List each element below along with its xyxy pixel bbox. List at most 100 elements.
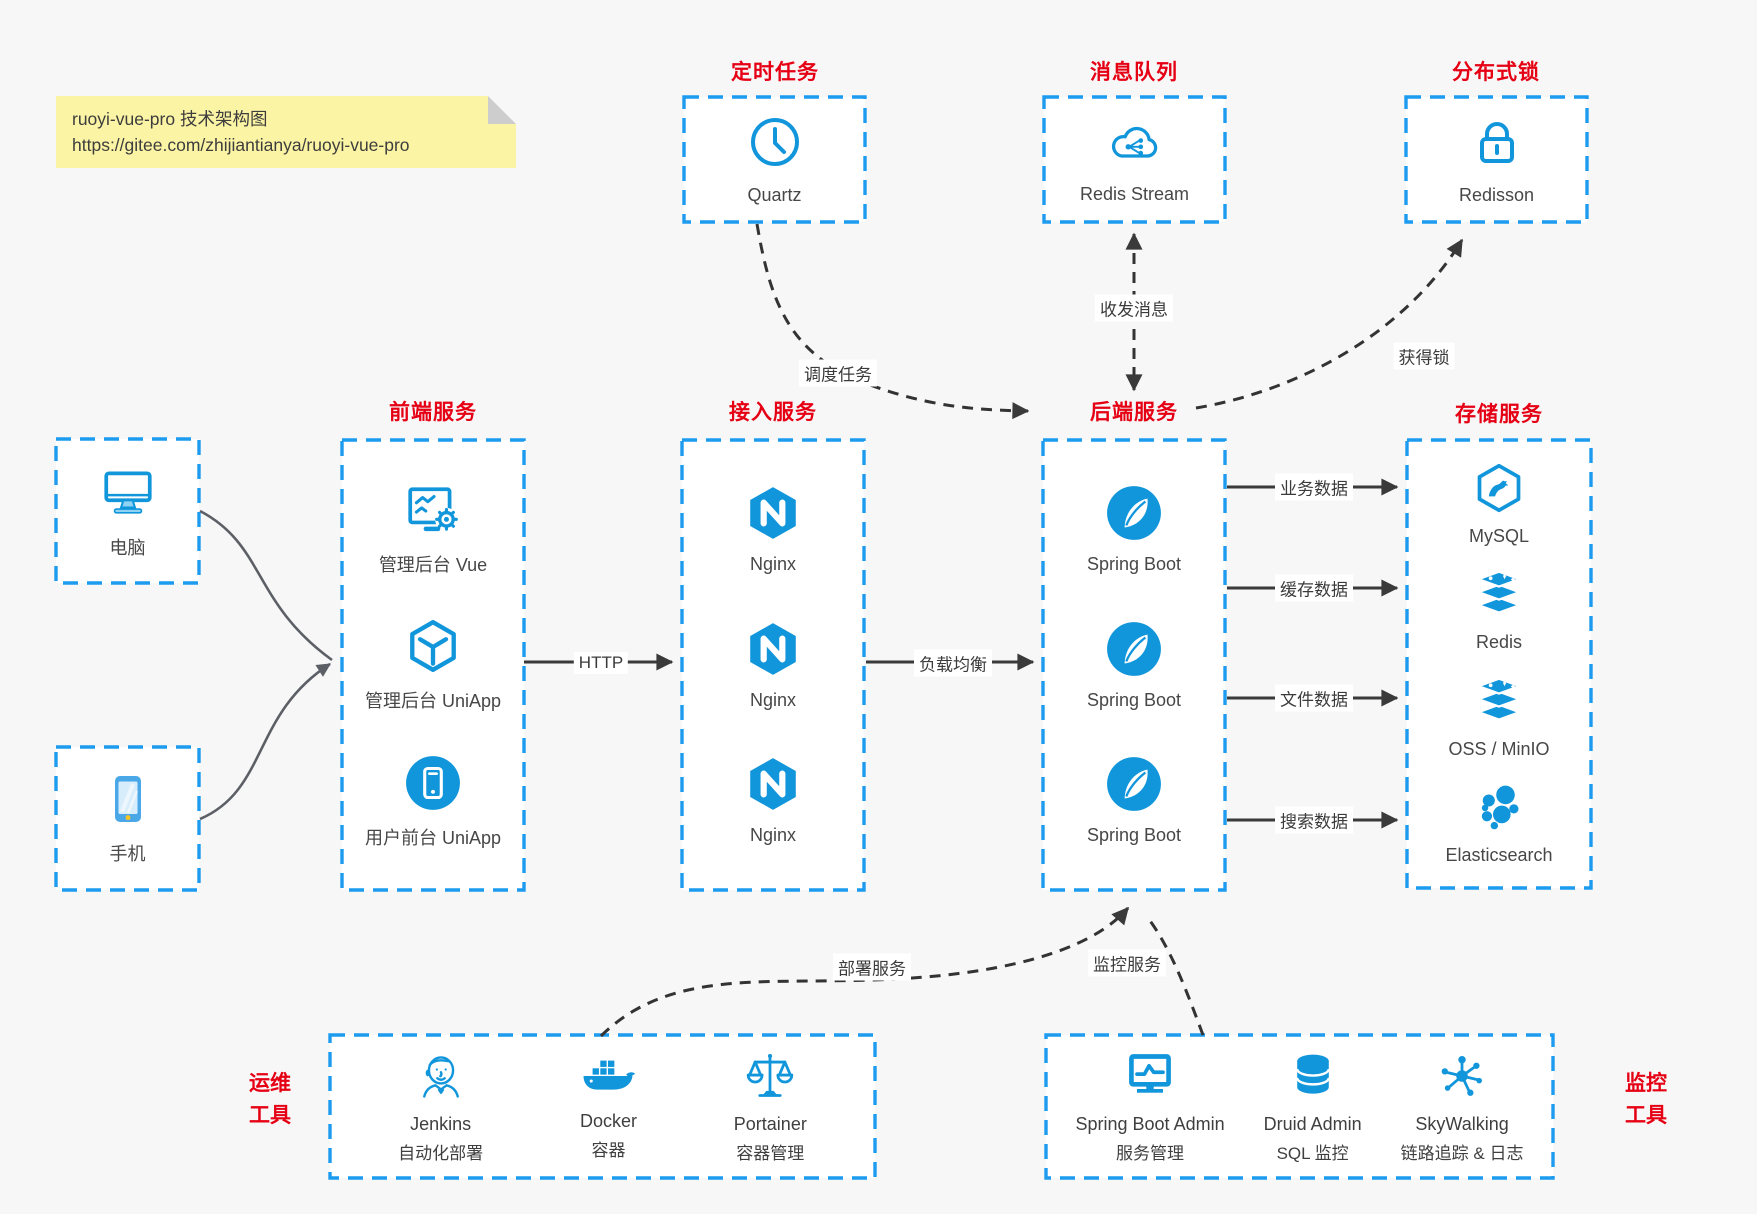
spring-icon — [1105, 484, 1163, 547]
node-label: 管理后台 UniApp — [364, 691, 502, 711]
node-label: 用户前台 UniApp — [364, 827, 502, 848]
node-nginx-3: Nginx — [744, 755, 802, 846]
node-label: 管理后台 Vue — [378, 554, 488, 575]
sticky-note: ruoyi-vue-pro 技术架构图 https://gitee.com/zh… — [56, 96, 516, 168]
node-label: Spring Boot — [1086, 824, 1182, 845]
node-label: Nginx — [749, 554, 797, 575]
desktop-icon — [99, 463, 157, 526]
mobile-app-circle-icon — [404, 754, 462, 817]
smartphone-icon — [100, 771, 156, 832]
node-springboot-admin: Spring Boot Admin 服务管理 — [1076, 1050, 1225, 1164]
node-oss-minio: OSS / MinIO — [1448, 675, 1550, 760]
title-storage-services: 存储服务 — [1455, 403, 1543, 426]
node-label: Redis — [1475, 632, 1523, 653]
tool-name: Druid Admin — [1263, 1113, 1362, 1134]
tool-name: Spring Boot Admin — [1075, 1113, 1225, 1134]
edge-label-search-data: 搜索数据 — [1275, 806, 1353, 834]
edge-label-messages: 收发消息 — [1095, 294, 1173, 322]
node-redisson: Redisson — [1406, 97, 1587, 222]
spring-icon — [1105, 755, 1163, 818]
node-label: MySQL — [1468, 525, 1529, 546]
schedule-task-arrow — [755, 223, 1030, 420]
ops-box — [328, 1033, 877, 1180]
title-line: 运维 — [249, 1072, 291, 1095]
title-backend-services: 后端服务 — [1090, 401, 1178, 424]
title-message-queue: 消息队列 — [1090, 61, 1178, 84]
edge-label-business-data: 业务数据 — [1275, 473, 1353, 501]
tool-name: Docker — [579, 1110, 637, 1131]
title-line: 工具 — [1625, 1104, 1667, 1127]
node-label: 电脑 — [109, 537, 146, 558]
admin-dashboard-icon — [404, 481, 462, 544]
backend-column: Spring Boot Spring Boot Spring Boot — [1043, 440, 1225, 890]
node-portainer: Portainer 容器管理 — [734, 1050, 807, 1164]
spring-icon — [1105, 620, 1163, 683]
monitor-tools-group: Spring Boot Admin 服务管理 Druid Admin SQL 监… — [1046, 1035, 1553, 1178]
cube-icon — [404, 617, 462, 680]
node-label: Redis Stream — [1079, 183, 1190, 204]
tool-desc: 容器 — [591, 1140, 626, 1160]
node-nginx-2: Nginx — [744, 620, 802, 711]
title-monitor-tools: 监控 工具 — [1604, 1068, 1688, 1132]
note-url: https://gitee.com/zhijiantianya/ruoyi-vu… — [72, 135, 410, 155]
title-ops-tools: 运维 工具 — [228, 1068, 312, 1132]
node-user-uniapp: 用户前台 UniApp — [365, 754, 501, 850]
node-druid-admin: Druid Admin SQL 监控 — [1264, 1050, 1362, 1164]
edge-label-load-balance: 负载均衡 — [914, 649, 992, 677]
clock-icon — [747, 114, 803, 175]
node-label: Spring Boot — [1086, 554, 1182, 575]
node-label: Spring Boot — [1086, 689, 1182, 710]
edge-label-monitor: 监控服务 — [1088, 949, 1166, 977]
tool-name: SkyWalking — [1415, 1113, 1509, 1134]
get-lock-arrow — [1195, 238, 1464, 410]
tool-desc: 容器管理 — [736, 1143, 805, 1163]
title-distributed-lock: 分布式锁 — [1452, 61, 1540, 84]
node-springboot-2: Spring Boot — [1087, 620, 1181, 711]
edge-label-get-lock: 获得锁 — [1393, 342, 1455, 370]
edge-label-http: HTTP — [573, 652, 629, 674]
edge-label-schedule: 调度任务 — [799, 359, 877, 387]
cloud-mq-icon — [1104, 115, 1166, 174]
tool-desc: 自动化部署 — [398, 1143, 484, 1163]
monitor-service-curve — [1146, 917, 1205, 1036]
storage-column: MySQL Redis — [1407, 440, 1591, 888]
tool-desc: 链路追踪 & 日志 — [1400, 1143, 1524, 1163]
redis-stack-icon — [1473, 675, 1525, 732]
deploy-service-arrow — [599, 906, 1130, 1038]
node-label: OSS / MinIO — [1448, 738, 1550, 759]
node-redis: Redis — [1473, 568, 1525, 653]
nginx-icon — [744, 755, 802, 818]
node-label: Redisson — [1458, 184, 1535, 205]
note-title: ruoyi-vue-pro 技术架构图 — [72, 109, 268, 129]
node-quartz: Quartz — [684, 97, 865, 222]
title-frontend-services: 前端服务 — [389, 401, 477, 424]
node-redis-stream: Redis Stream — [1044, 97, 1225, 222]
title-line: 工具 — [249, 1104, 291, 1127]
node-label: 手机 — [109, 844, 146, 864]
nginx-icon — [744, 484, 802, 547]
pc-to-frontend-curve — [199, 509, 333, 662]
nginx-icon — [744, 620, 802, 683]
tool-name: Portainer — [733, 1113, 807, 1134]
node-mysql: MySQL — [1469, 462, 1529, 547]
redis-stream-box — [1042, 95, 1227, 224]
scales-icon — [744, 1050, 796, 1107]
node-docker: Docker 容器 — [579, 1053, 637, 1161]
database-icon — [1287, 1050, 1339, 1107]
monitor-chart-icon — [1123, 1050, 1177, 1107]
tool-desc: SQL 监控 — [1276, 1143, 1349, 1163]
edge-label-file-data: 文件数据 — [1275, 684, 1353, 712]
ops-tools-group: Jenkins 自动化部署 Docker 容器 — [330, 1035, 875, 1178]
node-admin-vue: 管理后台 Vue — [379, 481, 487, 577]
mysql-icon — [1473, 462, 1525, 519]
elasticsearch-icon — [1473, 781, 1525, 838]
access-column: Nginx Nginx Nginx — [682, 440, 864, 890]
node-elasticsearch: Elasticsearch — [1445, 781, 1553, 866]
redis-stack-icon — [1473, 568, 1525, 625]
node-admin-uniapp: 管理后台 UniApp — [365, 617, 501, 713]
jenkins-icon — [415, 1050, 467, 1107]
network-trace-icon — [1436, 1050, 1488, 1107]
node-phone: 手机 — [56, 747, 199, 890]
edge-label-deploy: 部署服务 — [833, 953, 911, 981]
